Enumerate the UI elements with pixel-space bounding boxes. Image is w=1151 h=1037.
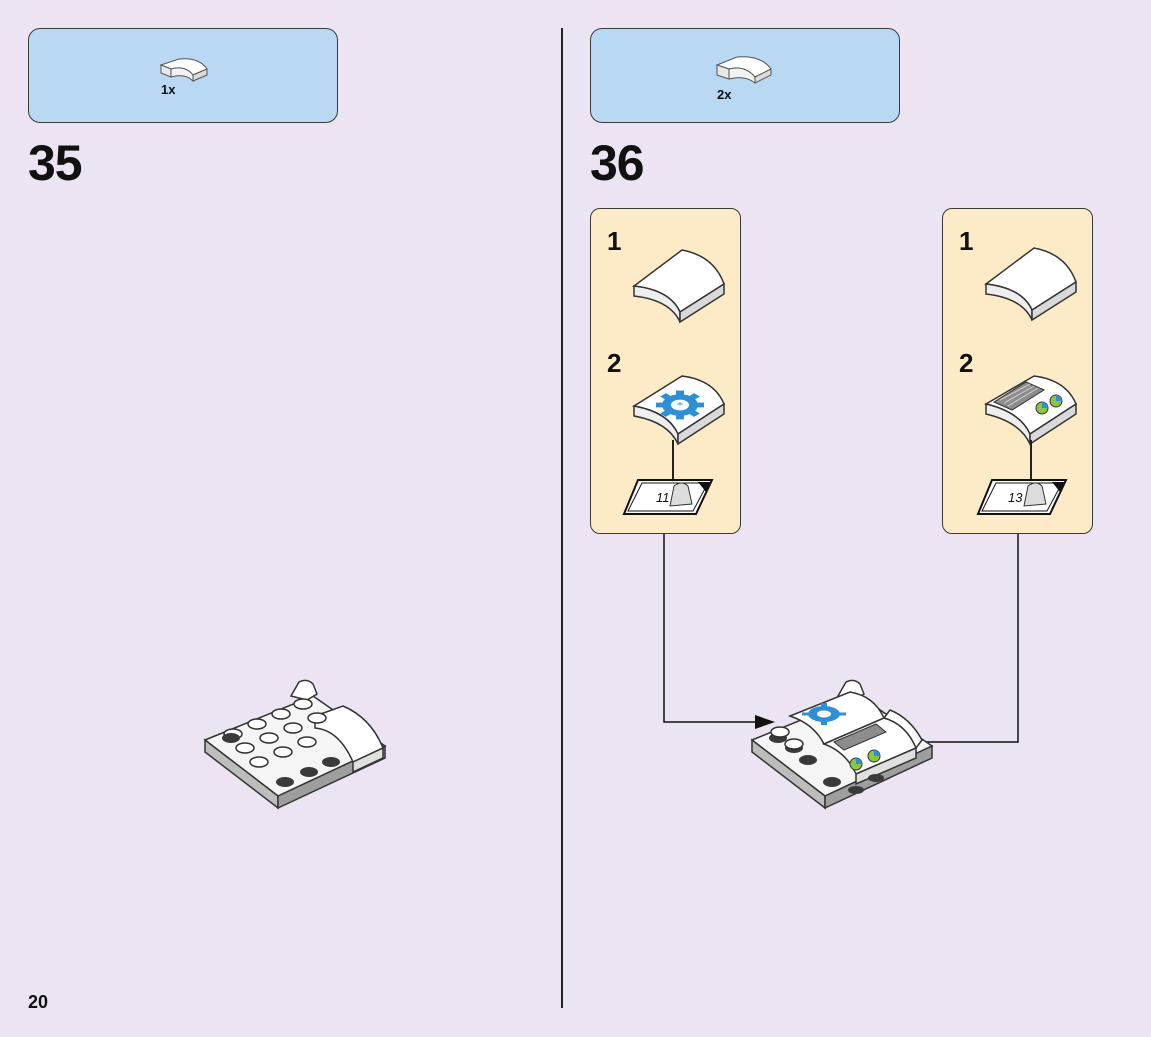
sticker-sheet-icon [976,479,1068,515]
part-quantity: 1x [161,82,176,97]
page-number: 20 [28,992,49,1012]
curved-slope-brick-icon [984,247,1077,322]
model-assembly-icon [750,679,934,810]
model-assembly-icon [203,679,387,810]
sticker-number: 11 [656,490,670,505]
connector-line [672,440,674,482]
curved-slope-brick-icon [715,56,772,85]
part-quantity: 2x [717,87,732,102]
connector-line [1030,440,1032,482]
step-number-35: 35 [28,135,83,191]
parts-list-box-step-35: 1x [28,28,338,123]
curved-slope-brick-icon [159,58,208,83]
sticker-sheet-icon [622,479,714,515]
parts-list-box-step-36: 2x [590,28,900,123]
substep-number-2: 2 [959,348,974,378]
step-number-36: 36 [590,135,645,191]
curved-slope-brick-icon [632,249,725,324]
substep-number-2: 2 [607,348,622,378]
substep-number-1: 1 [959,226,974,256]
substep-number-1: 1 [607,226,622,256]
gear-sticker-tile-icon: * [631,375,725,446]
sticker-number: 13 [1008,490,1023,505]
svg-text:*: * [677,401,684,410]
column-divider [561,28,563,1008]
